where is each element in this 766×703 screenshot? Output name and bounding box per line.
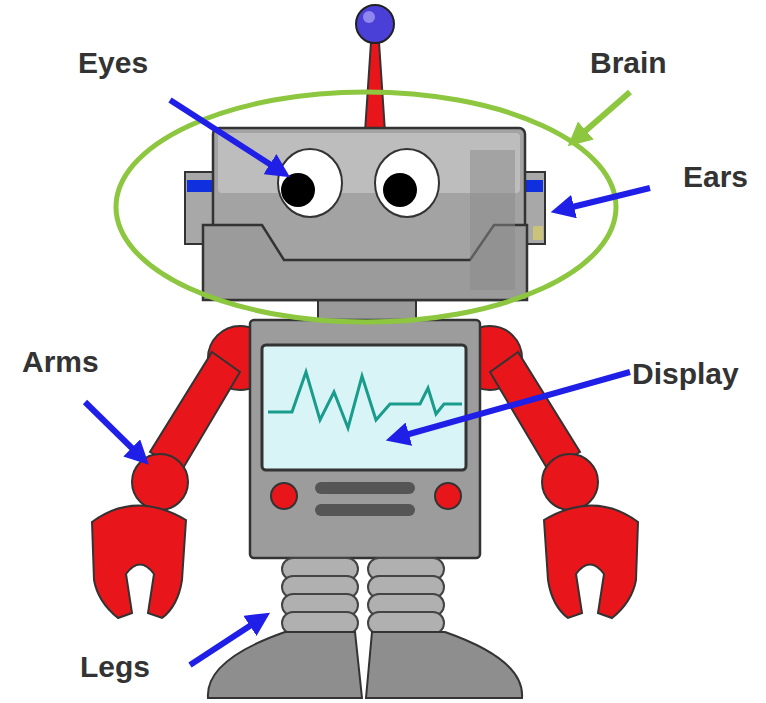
leader-arrow [170,100,282,172]
upper-arm [150,352,240,470]
button [435,483,461,509]
part-label: Legs [80,650,150,683]
elbow-joint [132,454,188,510]
torso [250,320,480,558]
part-label: Display [632,357,739,390]
right-foot [366,632,522,698]
head-shade [470,150,515,290]
part-label: Ears [683,160,748,193]
leader-arrow [575,92,630,140]
legs [282,558,444,634]
heartbeat-line [268,372,462,428]
left-arm [92,326,272,618]
leader-arrow [190,618,262,665]
left-foot [208,632,362,698]
right-eye [375,149,439,217]
right-arm [458,326,638,618]
left-pupil [281,173,315,207]
vent-slot [315,482,415,494]
leader-arrow [395,372,630,438]
button [271,483,297,509]
antenna-ball [356,5,394,43]
brain-outline [116,92,616,322]
right-pupil [383,173,417,207]
right-ear-light [533,226,543,240]
left-ear-stripe [187,180,215,192]
claw [92,505,186,618]
leader-arrow [85,402,142,458]
leader-arrow [560,188,650,210]
display-screen [262,345,466,470]
left-eye [278,149,342,217]
antenna-stem [365,42,385,132]
part-label: Eyes [78,46,148,79]
vent-slot [315,504,415,516]
part-label: Arms [22,345,99,378]
antenna-shine [363,11,375,23]
part-label: Brain [590,46,667,79]
